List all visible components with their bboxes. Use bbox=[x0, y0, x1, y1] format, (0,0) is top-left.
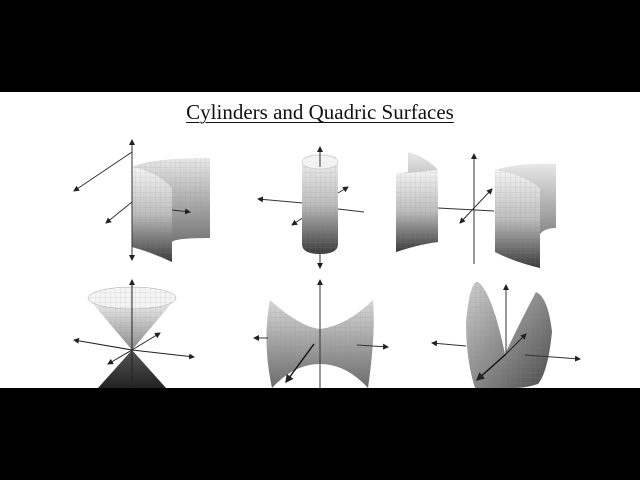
figure-double-cone bbox=[73, 279, 195, 388]
figures-canvas bbox=[73, 139, 581, 388]
figure-circular-cylinder bbox=[257, 146, 365, 269]
letterbox-top bbox=[0, 0, 640, 92]
letterbox-bottom bbox=[0, 388, 640, 480]
slide: Cylinders and Quadric Surfaces bbox=[0, 92, 640, 388]
figure-hyperbolic-cylinder bbox=[396, 152, 556, 268]
figure-parabolic-cylinder-partial bbox=[73, 139, 210, 262]
figure-hyperboloid-one-sheet bbox=[253, 279, 389, 388]
figure-hyperbolic-paraboloid bbox=[431, 281, 581, 388]
slide-title: Cylinders and Quadric Surfaces bbox=[186, 100, 454, 124]
